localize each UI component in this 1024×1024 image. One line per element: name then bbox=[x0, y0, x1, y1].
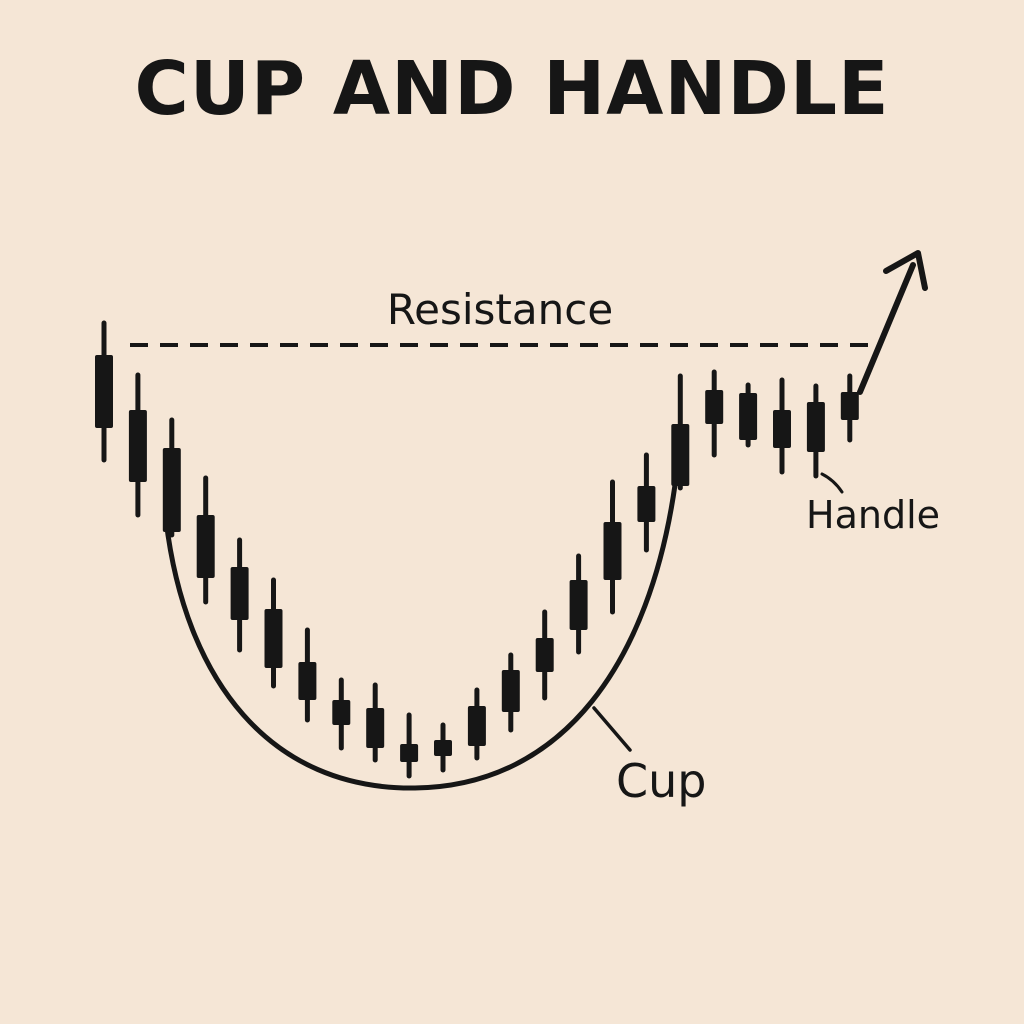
diagram-title: CUP AND HANDLE bbox=[134, 46, 890, 132]
candlestick bbox=[806, 383, 825, 479]
candlestick bbox=[434, 722, 452, 773]
candle-body bbox=[230, 567, 249, 620]
candle-body bbox=[705, 390, 724, 424]
candle-body bbox=[196, 515, 215, 578]
candlestick bbox=[467, 687, 486, 761]
candlestick bbox=[569, 553, 588, 655]
candlestick bbox=[230, 537, 249, 653]
candle-body bbox=[773, 410, 791, 448]
cup-label: Cup bbox=[616, 754, 706, 808]
cup-curve bbox=[163, 482, 678, 791]
candlestick bbox=[162, 417, 181, 538]
handle-pointer-line bbox=[820, 472, 844, 494]
candle-body bbox=[264, 609, 283, 668]
candlestick bbox=[366, 682, 385, 763]
candle-body bbox=[434, 740, 452, 756]
candle-body bbox=[637, 486, 656, 522]
candle-body bbox=[128, 410, 147, 482]
candle-body bbox=[840, 392, 859, 420]
candlestick bbox=[298, 627, 317, 723]
candle-body bbox=[739, 393, 758, 440]
candle-body bbox=[400, 744, 419, 762]
candle-body bbox=[162, 448, 181, 532]
candle-body bbox=[501, 670, 520, 712]
candlestick bbox=[535, 609, 554, 701]
candlestick-series bbox=[95, 320, 859, 779]
candle-body bbox=[95, 355, 113, 428]
candlestick bbox=[400, 712, 419, 779]
candle-body bbox=[569, 580, 588, 630]
candlestick bbox=[196, 475, 215, 605]
candlestick bbox=[332, 677, 351, 751]
candlestick bbox=[95, 320, 113, 463]
candlestick bbox=[603, 479, 622, 615]
cup-pointer-line bbox=[592, 706, 632, 752]
candlestick bbox=[773, 377, 791, 475]
candlestick bbox=[501, 652, 520, 733]
candle-body bbox=[535, 638, 554, 672]
resistance-label: Resistance bbox=[387, 285, 613, 334]
handle-label: Handle bbox=[806, 493, 940, 537]
candlestick bbox=[128, 372, 147, 518]
arrow-up-right-icon bbox=[857, 250, 928, 395]
candlestick bbox=[840, 373, 859, 443]
candle-body bbox=[603, 522, 622, 580]
candle-body bbox=[366, 708, 385, 748]
candlestick bbox=[264, 577, 283, 689]
candlestick bbox=[637, 452, 656, 553]
candlestick bbox=[739, 382, 758, 448]
candlestick bbox=[705, 369, 724, 458]
candle-body bbox=[298, 662, 317, 700]
candle-body bbox=[806, 402, 825, 452]
candle-body bbox=[332, 700, 351, 725]
candlestick bbox=[671, 373, 690, 491]
candle-body bbox=[467, 706, 486, 746]
candle-body bbox=[671, 424, 690, 486]
